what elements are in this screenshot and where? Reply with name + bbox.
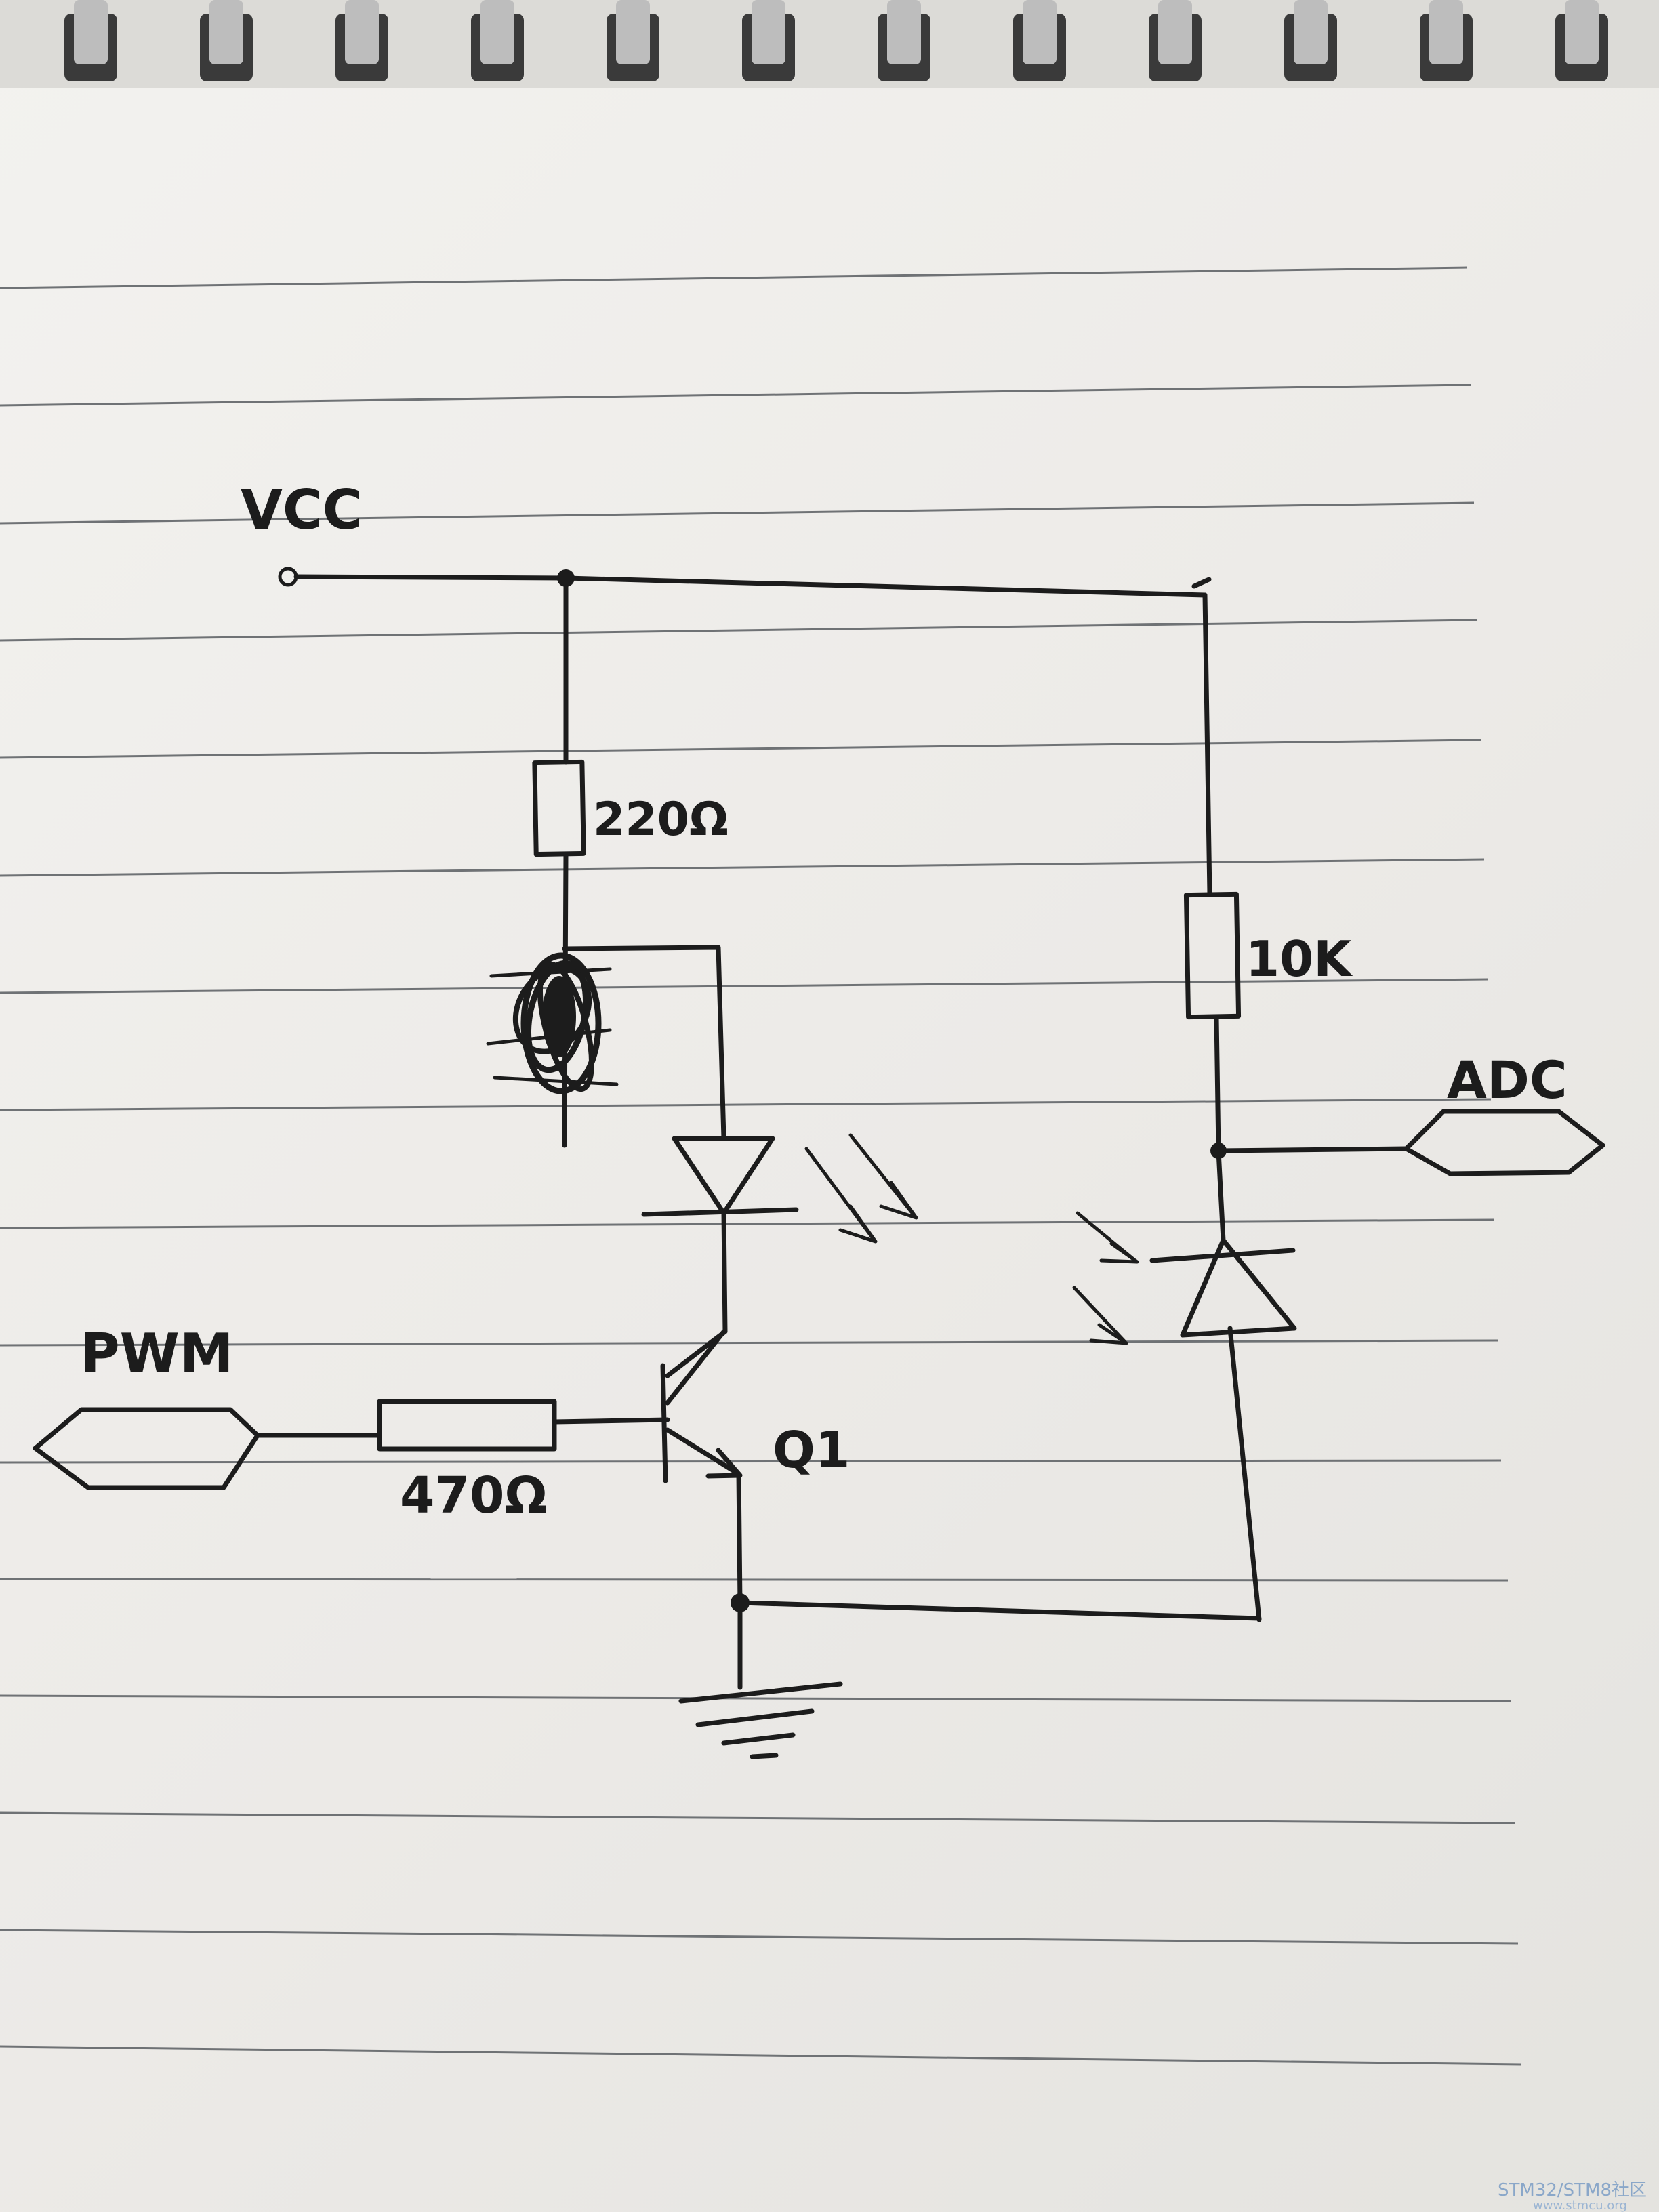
vcc-label: VCC — [241, 478, 362, 541]
binding-ring-highlight — [209, 0, 243, 64]
transistor-q1 — [660, 1329, 743, 1605]
binding-ring-highlight — [1429, 0, 1463, 64]
ir-led-symbol — [641, 1133, 918, 1378]
adc-connector — [1404, 1109, 1605, 1176]
pwm-label: PWM — [80, 1322, 233, 1385]
ground-net — [731, 1593, 1262, 1690]
q1-label: Q1 — [773, 1421, 850, 1479]
binding-ring-highlight — [1023, 0, 1057, 64]
binding-ring-highlight — [345, 0, 379, 64]
sensor-branch — [1072, 592, 1409, 1622]
ruled-lines — [0, 266, 1522, 2066]
watermark-url: www.stmcu.org — [1533, 2198, 1627, 2212]
binding-ring-highlight — [74, 0, 108, 64]
spiral-binding — [0, 0, 1659, 88]
r-led-label: 220Ω — [593, 793, 729, 846]
binding-ring-highlight — [887, 0, 921, 64]
r-base-label: 470Ω — [400, 1467, 547, 1525]
scribble-mark — [486, 952, 619, 1094]
vcc-rail — [278, 567, 1212, 598]
ground-symbol — [678, 1681, 843, 1759]
watermark-title: STM32/STM8社区 — [1498, 2180, 1647, 2200]
binding-ring-highlight — [1565, 0, 1599, 64]
pwm-input — [33, 1399, 670, 1490]
binding-ring-highlight — [480, 0, 514, 64]
binding-ring-highlight — [1294, 0, 1328, 64]
adc-label: ADC — [1447, 1050, 1568, 1110]
r-sense-label: 10K — [1246, 930, 1353, 987]
binding-ring-highlight — [1158, 0, 1192, 64]
binding-ring-highlight — [752, 0, 785, 64]
binding-ring-highlight — [616, 0, 650, 64]
